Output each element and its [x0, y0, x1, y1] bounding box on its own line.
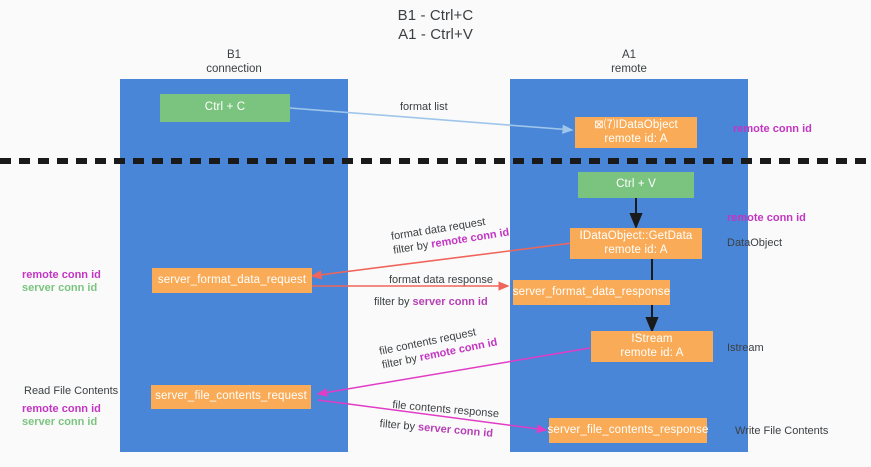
edge-label-format-data-response-text: format data response: [389, 274, 493, 286]
lane-header-a1-name: A1: [621, 49, 637, 61]
filter-prefix: filter by: [374, 296, 413, 308]
annotation-remote-conn-id-top: remote conn id: [733, 123, 812, 135]
annotation-left-remote-conn-id-2: remote conn id: [22, 403, 101, 415]
edge-label-file-contents-response: file contents response filter by server …: [379, 398, 500, 441]
node-istream[interactable]: IStream remote id: A: [591, 331, 713, 362]
node-ctrl-c-label: Ctrl + C: [204, 101, 246, 114]
annotation-left-server-conn-id: server conn id: [22, 282, 98, 294]
filter-prefix: filter by: [379, 417, 419, 434]
edge-label-format-data-request: format data request filter by remote con…: [390, 212, 510, 258]
node-server-file-contents-request-label: server_file_contents_request: [155, 390, 307, 403]
title-line-1: B1 - Ctrl+C: [397, 7, 474, 24]
filter-key-server-conn-id: server conn id: [412, 296, 488, 308]
node-idataobject-getdata[interactable]: IDataObject::GetData remote id: A: [570, 228, 702, 259]
annotation-left-server-conn-id-2: server conn id: [22, 416, 98, 428]
edge-label-format-data-response: format data response filter by server co…: [374, 273, 493, 309]
lane-header-a1: A1 remote: [510, 48, 748, 76]
node-server-format-data-request[interactable]: server_format_data_request: [152, 268, 312, 293]
annotation-write-file-contents: Write File Contents: [735, 425, 829, 437]
node-istream-line1: IStream: [631, 333, 673, 345]
diagram-title: B1 - Ctrl+C A1 - Ctrl+V: [0, 6, 871, 44]
lane-header-b1: B1 connection: [120, 48, 348, 76]
lane-header-a1-subtitle: remote: [611, 63, 647, 75]
lane-header-b1-name: B1: [226, 49, 242, 61]
node-server-format-data-request-label: server_format_data_request: [157, 273, 307, 286]
node-ctrl-v[interactable]: Ctrl + V: [578, 172, 694, 198]
node-server-format-data-response-label: server_format_data_response: [512, 285, 671, 298]
node-idataobject-line1: ⊠⑺IDataObject: [594, 119, 678, 131]
annotation-remote-conn-id-mid: remote conn id: [727, 212, 806, 224]
node-ctrl-v-label: Ctrl + V: [616, 178, 656, 191]
edge-label-file-contents-response-filter: filter by server conn id: [379, 417, 498, 441]
annotation-left-remote-conn-id: remote conn id: [22, 269, 101, 281]
node-idataobject-line2: remote id: A: [604, 132, 668, 145]
annotation-read-file-contents: Read File Contents: [24, 385, 119, 397]
edge-label-file-contents-response-text: file contents response: [391, 398, 500, 421]
edge-label-file-contents-request: file contents request filter by remote c…: [378, 322, 499, 373]
node-getdata-line1: IDataObject::GetData: [579, 230, 693, 242]
node-server-file-contents-response[interactable]: server_file_contents_response: [547, 418, 709, 443]
annotation-istream: Istream: [727, 342, 764, 354]
node-server-file-contents-response-label: server_file_contents_response: [547, 423, 709, 436]
annotation-dataobject: DataObject: [727, 237, 783, 249]
edge-label-format-list-text: format list: [400, 101, 448, 113]
edge-label-format-data-response-filter: filter by server conn id: [374, 295, 493, 309]
node-getdata-line2: remote id: A: [604, 243, 668, 256]
lane-header-b1-subtitle: connection: [206, 63, 262, 75]
node-ctrl-c[interactable]: Ctrl + C: [160, 94, 290, 122]
filter-key-server-conn-id: server conn id: [417, 421, 494, 440]
edge-label-format-list: format list: [400, 100, 448, 114]
node-server-format-data-response[interactable]: server_format_data_response: [513, 280, 670, 305]
title-line-2: A1 - Ctrl+V: [398, 26, 473, 43]
node-idataobject[interactable]: ⊠⑺IDataObject remote id: A: [575, 117, 697, 148]
node-istream-line2: remote id: A: [620, 346, 684, 359]
node-server-file-contents-request[interactable]: server_file_contents_request: [151, 385, 311, 409]
